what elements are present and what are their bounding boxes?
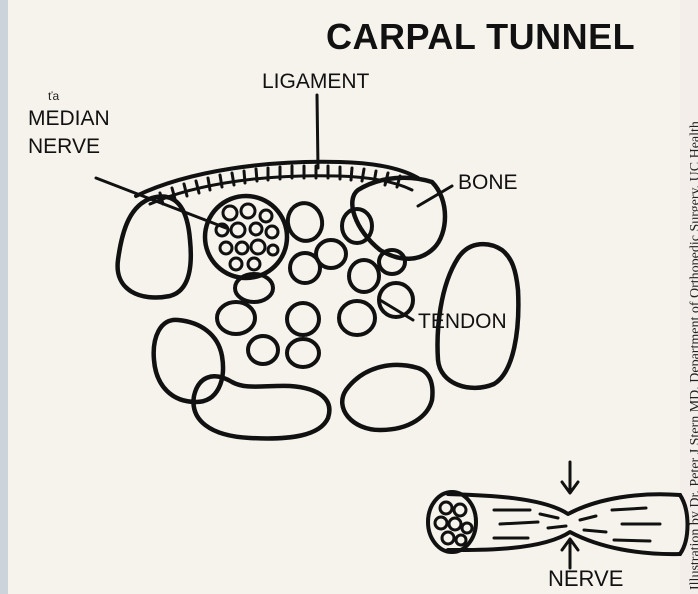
label-bone: BONE (458, 171, 518, 195)
nerve-fascicle-ends (435, 502, 472, 545)
diagram-title: CARPAL TUNNEL (326, 16, 635, 58)
label-ligament: LIGAMENT (262, 70, 369, 94)
tendon-group (217, 199, 413, 367)
label-median-line1: MEDIAN (28, 105, 110, 133)
label-tendon: TENDON (418, 310, 507, 334)
nerve-fascicles (216, 204, 278, 270)
bone-shape (352, 178, 445, 259)
bone-shape (193, 376, 329, 438)
bone-shape (342, 365, 432, 430)
label-nerve: NERVE (548, 566, 623, 592)
label-median-line2: NERVE (28, 133, 110, 161)
ligament-leader (317, 95, 318, 168)
svg-text:ťa: ťa (48, 89, 60, 103)
illustration-credit: Illustration by Dr. Peter J Stern MD, De… (688, 121, 698, 590)
bone-shape (154, 320, 223, 402)
label-median-nerve: MEDIAN NERVE (28, 105, 110, 161)
